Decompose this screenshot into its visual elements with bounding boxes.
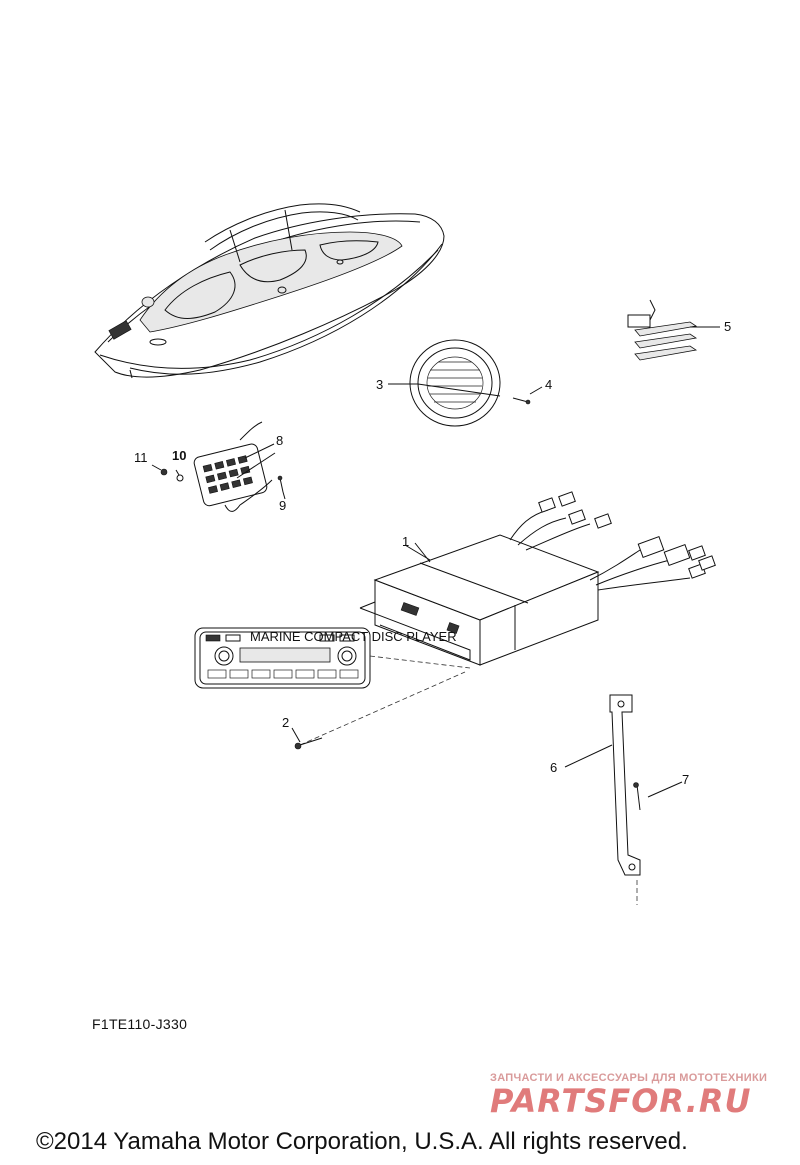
callout-10: 10 — [172, 448, 186, 463]
callout-4: 4 — [545, 377, 552, 392]
stereo-unit-part — [359, 491, 716, 666]
callout-3: 3 — [376, 377, 383, 392]
leader-lines — [244, 326, 720, 798]
diagram-code: F1TE110-J330 — [92, 1016, 188, 1032]
watermark-tagline: ЗАПЧАСТИ И АКСЕССУАРЫ ДЛЯ МОТОТЕХНИКИ — [490, 1072, 768, 1084]
remote-keypad-part — [151, 421, 284, 512]
callout-1: 1 — [402, 534, 409, 549]
head-unit-faceplate: MARINE COMPACT DISC PLAYER — [194, 627, 471, 689]
boat-illustration — [94, 203, 445, 379]
copyright-notice: ©2014 Yamaha Motor Corporation, U.S.A. A… — [36, 1128, 688, 1155]
callout-2: 2 — [282, 715, 289, 730]
callout-5: 5 — [724, 319, 731, 334]
watermark-logo: PARTSFOR.RU — [490, 1082, 752, 1120]
head-unit-model-label: MARINE COMPACT DISC PLAYER — [250, 629, 457, 644]
callout-8: 8 — [276, 433, 283, 448]
callout-7: 7 — [682, 772, 689, 787]
callout-6: 6 — [550, 760, 557, 775]
callout-9: 9 — [279, 498, 286, 513]
callout-11: 11 — [134, 450, 148, 465]
screw-part-7 — [633, 782, 641, 811]
bracket-part — [609, 694, 641, 905]
speaker-part — [409, 339, 531, 427]
connector-strip-part — [627, 299, 720, 361]
screw-part-2 — [294, 671, 466, 750]
